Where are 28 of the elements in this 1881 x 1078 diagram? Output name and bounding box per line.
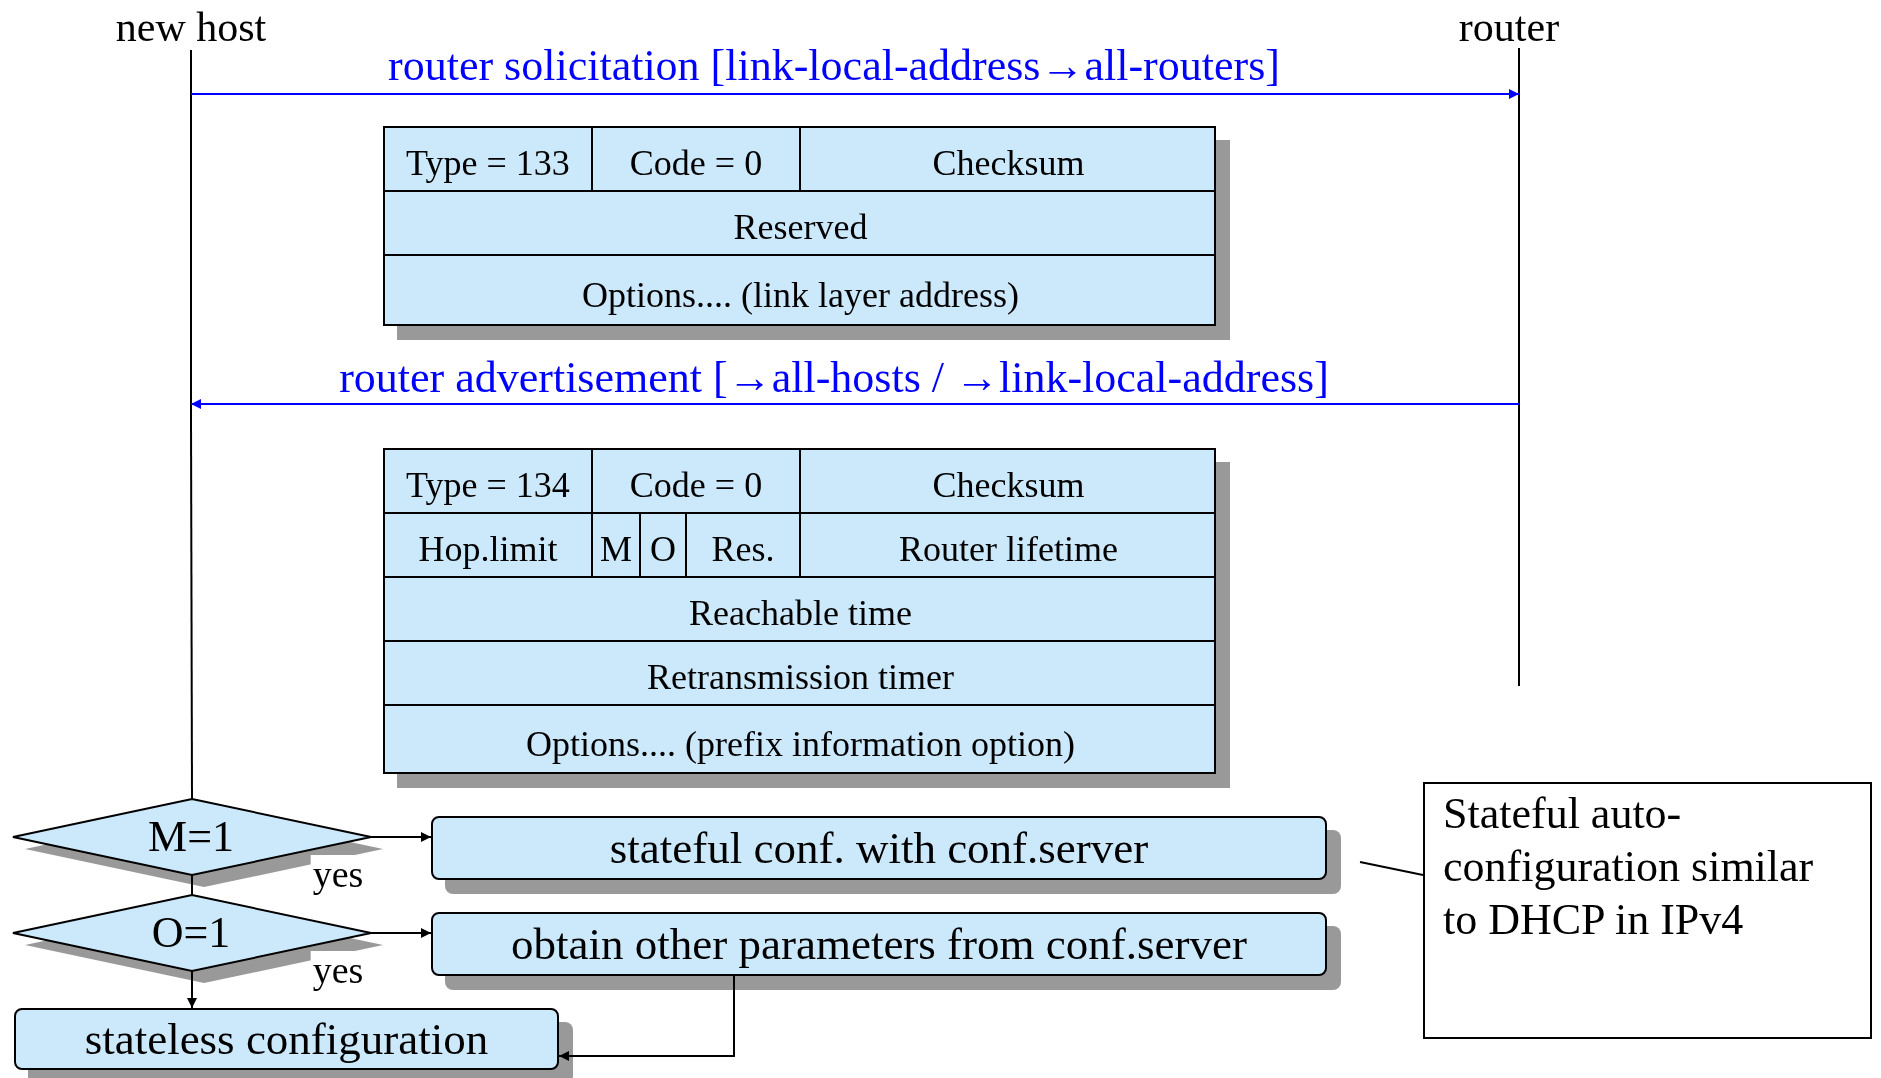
arrow (190, 399, 1520, 409)
packet-field: Code = 0 (593, 128, 801, 192)
packet-field: M (593, 514, 641, 578)
arrow (558, 975, 735, 1061)
leader-line (1359, 861, 1424, 876)
condition-text: O=1 (151, 906, 231, 958)
packet-field: Hop.limit (385, 514, 593, 578)
connector-line (190, 419, 193, 800)
note-box: Stateful auto-configuration similar to DHCP in IPv4 (1423, 782, 1872, 1039)
packet-field: Reachable time (385, 578, 1216, 642)
arrow (370, 832, 432, 842)
packet-field: Options.... (link layer address) (385, 256, 1216, 326)
packet-field: Router lifetime (801, 514, 1216, 578)
packet-field: Checksum (801, 450, 1216, 514)
packet-field: Retransmission timer (385, 642, 1216, 706)
packet-field: O (641, 514, 687, 578)
connector-line (191, 874, 193, 896)
packet-field: Reserved (385, 192, 1216, 256)
packet-field: Options.... (prefix information option) (385, 706, 1216, 774)
arrow (187, 970, 197, 1009)
packet-field: Checksum (801, 128, 1216, 192)
condition-text: M=1 (148, 810, 234, 862)
packet-field: Code = 0 (593, 450, 801, 514)
arrow (370, 928, 432, 938)
arrow (190, 89, 1520, 99)
packet-field: Type = 134 (385, 450, 593, 514)
packet-field: Type = 133 (385, 128, 593, 192)
packet-field: Res. (687, 514, 801, 578)
